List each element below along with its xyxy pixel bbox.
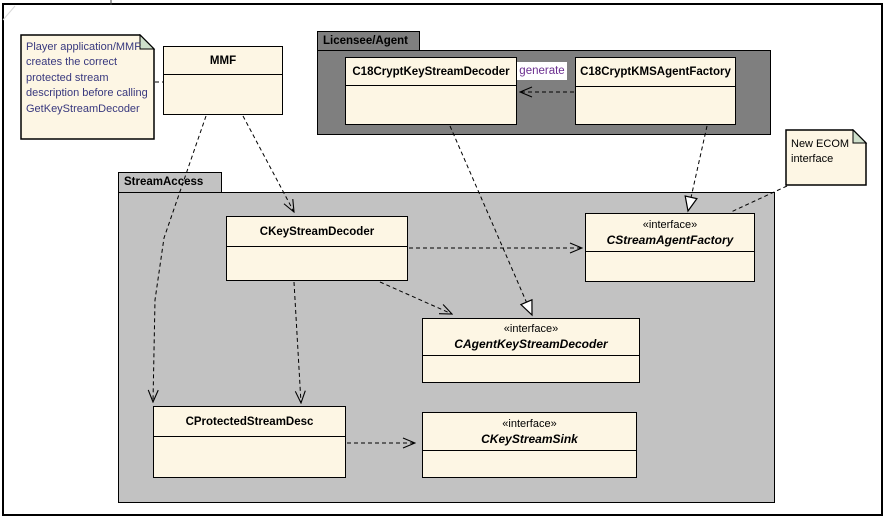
class-body-compartment — [346, 86, 516, 124]
class-ckeystreamdecoder[interactable]: CKeyStreamDecoder — [226, 216, 408, 281]
note-body[interactable] — [785, 129, 867, 186]
dependency-ckeystreamdecoder-cprotectedstreamdesc[interactable] — [293, 281, 301, 403]
realization-c18kmsagentfactory-cstreamagentfactory[interactable] — [684, 125, 708, 213]
ecom-note-text: New ECOM interface — [791, 138, 850, 166]
class-name-label: C18CryptKeyStreamDecoder — [346, 58, 516, 86]
note-fold-icon — [139, 34, 156, 50]
interface-cstreamagentfactory[interactable]: «interface» CStreamAgentFactory — [585, 213, 755, 282]
dependency-mmf-cprotectedstreamdesc[interactable] — [153, 115, 207, 402]
class-body-compartment — [227, 247, 407, 280]
class-cprotectedstreamdesc[interactable]: CProtectedStreamDesc — [153, 406, 346, 478]
package-tab-licensee-agent[interactable]: Licensee/Agent — [317, 31, 420, 51]
class-c18cryptkmsagentfactory[interactable]: C18CryptKMSAgentFactory — [575, 57, 736, 125]
note-body[interactable] — [20, 34, 155, 140]
class-c18cryptkeystreamdecoder[interactable]: C18CryptKeyStreamDecoder — [345, 57, 517, 125]
class-name-label: CProtectedStreamDesc — [154, 407, 345, 437]
note-fold-icon — [852, 129, 868, 144]
stereotype-label: «interface» — [642, 218, 698, 231]
dependency-ckeystreamdecoder-cagentkeystreamdecoder[interactable] — [379, 281, 452, 314]
class-name-label: C18CryptKMSAgentFactory — [576, 58, 735, 87]
anchor-ecomnote-cstreamagentfactory[interactable] — [730, 185, 788, 213]
class-body-compartment — [423, 356, 639, 382]
class-body-compartment — [576, 87, 735, 124]
class-body-compartment — [164, 75, 282, 114]
player-note-text: Player application/MMF creates the corre… — [26, 41, 148, 115]
ecom-note-shape[interactable] — [785, 129, 868, 187]
player-note-shape[interactable] — [20, 34, 156, 141]
interface-name-label: CAgentKeyStreamDecoder — [454, 337, 608, 351]
dependency-mmf-ckeystreamdecoder[interactable] — [242, 115, 294, 212]
dependency-label-generate: generate — [517, 62, 567, 80]
realization-c18keystreamdecoder-cagentkeystreamdecoder[interactable] — [449, 125, 533, 317]
interface-ckeystreamsink[interactable]: «interface» CKeyStreamSink — [422, 412, 637, 478]
class-body-compartment — [586, 252, 754, 281]
frame-tab-diagonal — [2, 5, 16, 21]
class-body-compartment — [154, 437, 345, 477]
stereotype-label: «interface» — [502, 417, 557, 430]
class-name-label: MMF — [164, 47, 282, 75]
interface-cagentkeystreamdecoder[interactable]: «interface» CAgentKeyStreamDecoder — [422, 318, 640, 383]
interface-name-label: CKeyStreamSink — [481, 431, 578, 446]
stereotype-label: «interface» — [503, 323, 559, 335]
diagram-frame — [2, 3, 883, 516]
interface-name-label: CStreamAgentFactory — [606, 232, 734, 247]
class-body-compartment — [423, 451, 636, 477]
class-mmf[interactable]: MMF — [163, 46, 283, 115]
class-name-label: CKeyStreamDecoder — [227, 217, 407, 247]
